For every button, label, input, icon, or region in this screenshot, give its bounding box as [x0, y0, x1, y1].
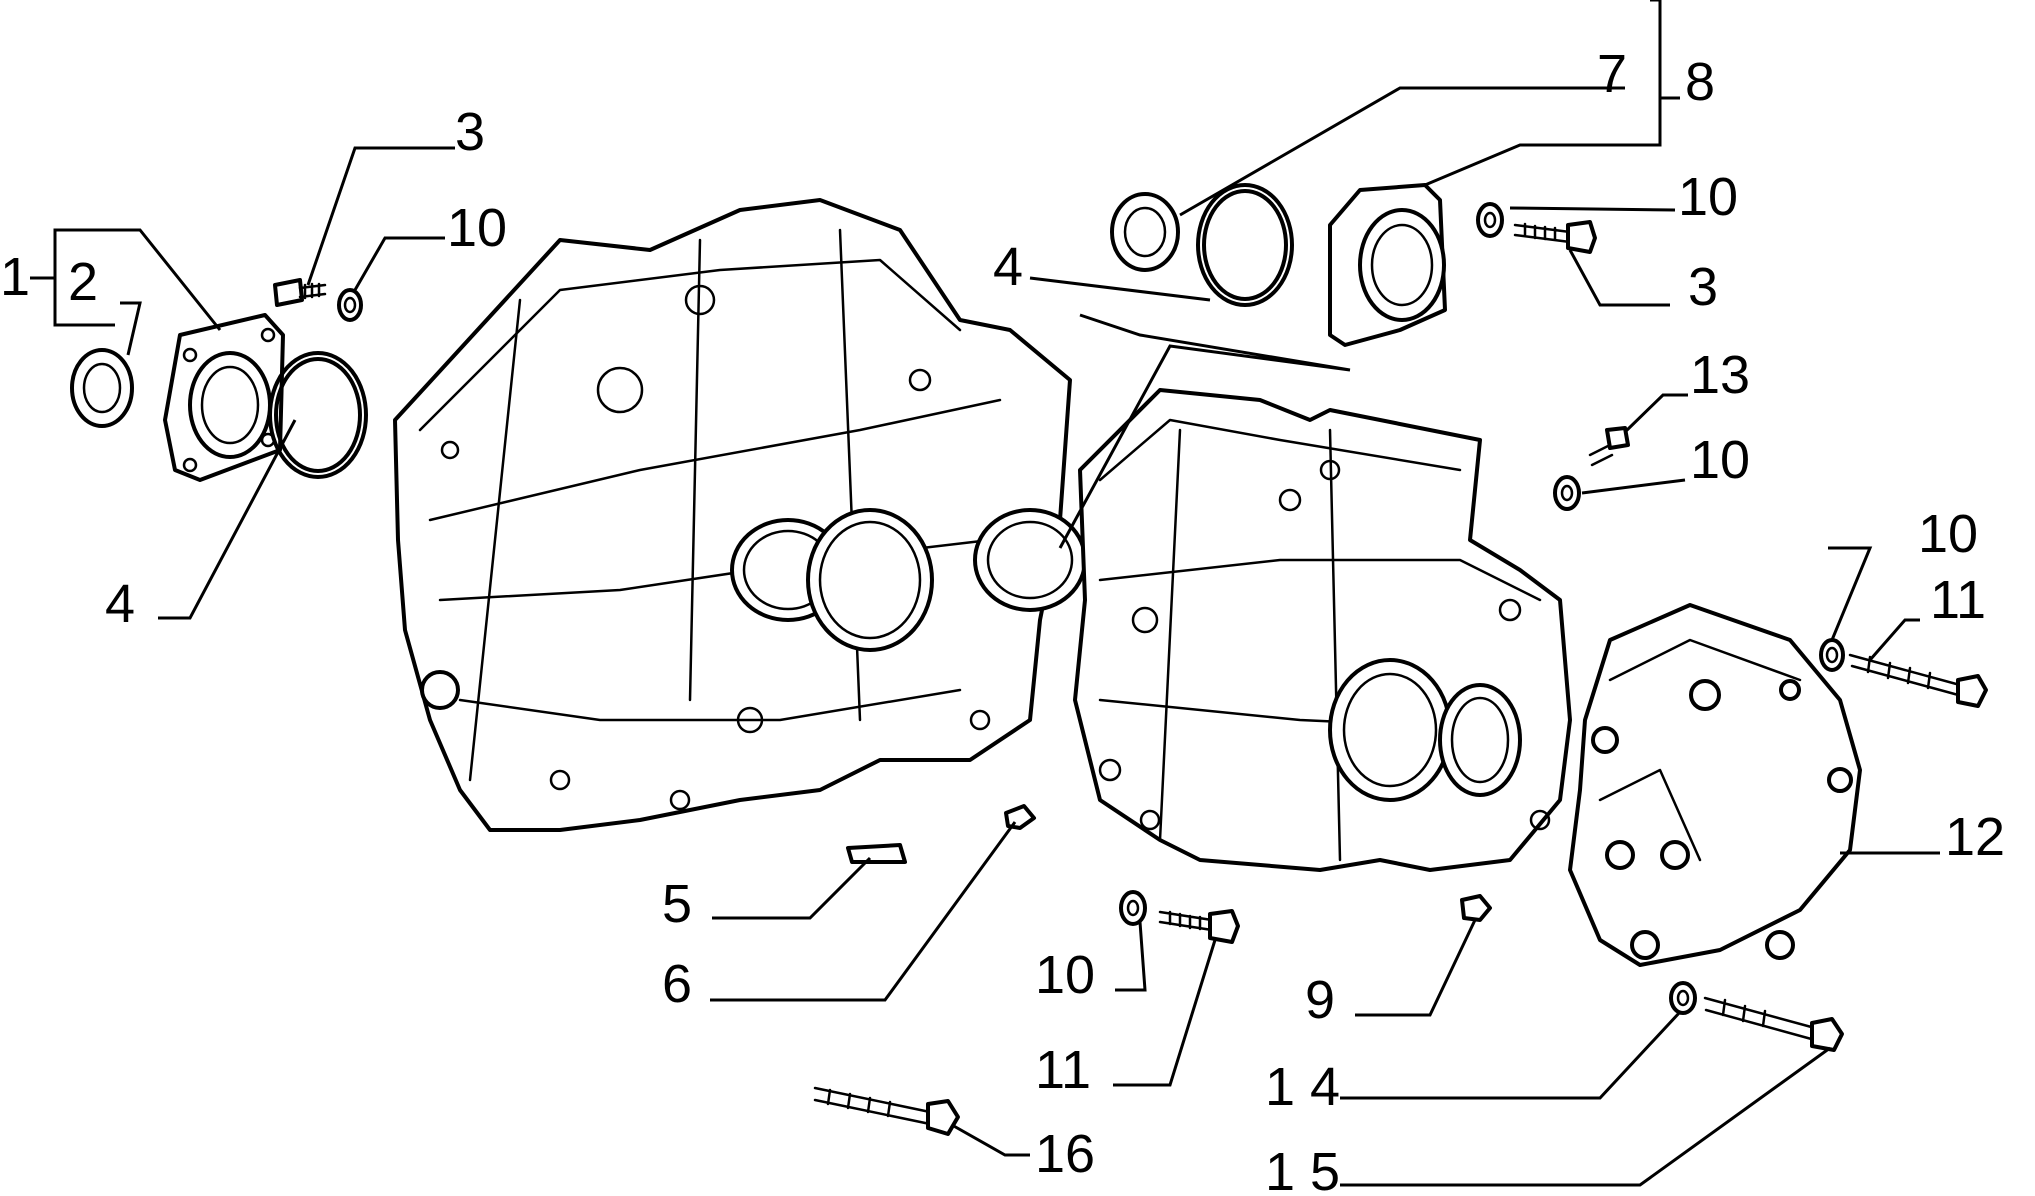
callout-8: 8 [1685, 52, 1715, 112]
left-o-ring [268, 351, 368, 479]
callout-4-left: 4 [105, 574, 135, 634]
bolt-16 [813, 1086, 960, 1136]
callout-labels: 1 2 3 10 4 7 8 4 10 3 13 10 10 11 12 5 6… [0, 44, 2005, 1196]
bottom-right-long-bolt [1703, 996, 1844, 1052]
bolt-11-bottom [1158, 909, 1240, 944]
left-washer [337, 288, 363, 322]
washer-10-bottom [1119, 890, 1147, 926]
callout-10-mid-right: 10 [1690, 430, 1750, 490]
right-gearbox-housing [1073, 388, 1572, 872]
left-small-bolt [273, 278, 327, 307]
cover-bolt [1848, 653, 1988, 708]
washer-13 [1553, 475, 1581, 511]
left-bearing-flange [163, 313, 285, 482]
cover-washer [1819, 638, 1845, 672]
left-oil-seal [70, 348, 134, 428]
callout-10-left: 10 [447, 198, 507, 258]
top-right-bolt [1513, 220, 1597, 254]
dowel-pin-6 [1004, 804, 1036, 830]
small-plate-5 [846, 843, 907, 864]
plug-9 [1460, 894, 1492, 922]
callout-4-center: 4 [993, 237, 1023, 297]
top-bearing-flange [1328, 183, 1447, 347]
callout-3-left: 3 [455, 102, 485, 162]
callout-6: 6 [662, 954, 692, 1014]
callout-1: 1 [0, 247, 30, 307]
callout-12: 12 [1945, 807, 2005, 867]
callout-7: 7 [1597, 44, 1627, 104]
leader-lines [30, 0, 1940, 1187]
callout-11-cover: 11 [1930, 570, 1986, 630]
callout-15: 1 5 [1265, 1142, 1340, 1196]
top-o-ring [1196, 183, 1294, 307]
left-gearbox-housing [393, 198, 1087, 832]
callout-10-top-right: 10 [1678, 167, 1738, 227]
callout-16: 16 [1035, 1124, 1095, 1184]
callout-14: 1 4 [1265, 1057, 1340, 1117]
rear-cover [1568, 603, 1862, 967]
callout-11-bottom: 11 [1035, 1040, 1091, 1100]
callout-9: 9 [1305, 970, 1335, 1030]
small-bolt-13 [1588, 426, 1630, 467]
callout-10-bottom: 10 [1035, 945, 1095, 1005]
top-oil-seal [1110, 192, 1180, 272]
callout-5: 5 [662, 874, 692, 934]
callout-10-cover: 10 [1918, 504, 1978, 564]
callout-3-right: 3 [1688, 257, 1718, 317]
bottom-right-washer [1669, 981, 1697, 1015]
callout-2: 2 [68, 252, 98, 312]
top-right-washer [1476, 202, 1504, 238]
callout-13: 13 [1690, 345, 1750, 405]
